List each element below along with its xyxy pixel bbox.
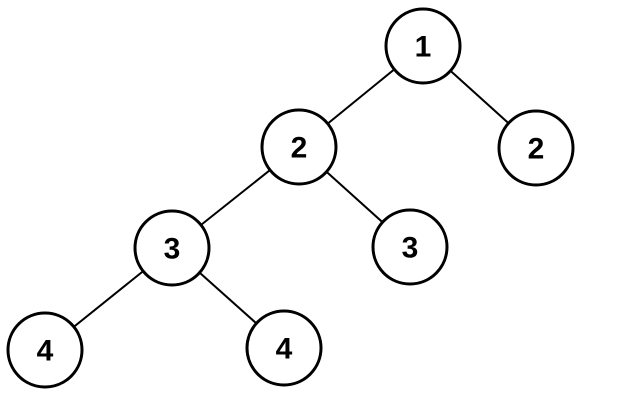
tree-node: 1 — [384, 7, 462, 85]
tree-node-label: 4 — [276, 333, 293, 366]
tree-node-circle — [6, 311, 84, 389]
tree-node-label: 3 — [164, 233, 181, 266]
tree-node: 3 — [133, 209, 211, 287]
tree-node-label: 3 — [402, 232, 419, 265]
tree-node-circle — [384, 7, 462, 85]
tree-node-label: 1 — [415, 31, 432, 64]
tree-node-circle — [497, 109, 575, 187]
tree-node-label: 2 — [528, 133, 545, 166]
tree-node-circle — [133, 209, 211, 287]
tree-node-label: 2 — [291, 132, 308, 165]
tree-node-circle — [260, 108, 338, 186]
tree-node: 4 — [245, 309, 323, 387]
tree-node: 2 — [497, 109, 575, 187]
tree-node: 4 — [6, 311, 84, 389]
tree-node-label: 4 — [37, 335, 54, 368]
tree-node: 2 — [260, 108, 338, 186]
tree-node: 3 — [371, 208, 449, 286]
tree-node-circle — [371, 208, 449, 286]
tree-node-circle — [245, 309, 323, 387]
